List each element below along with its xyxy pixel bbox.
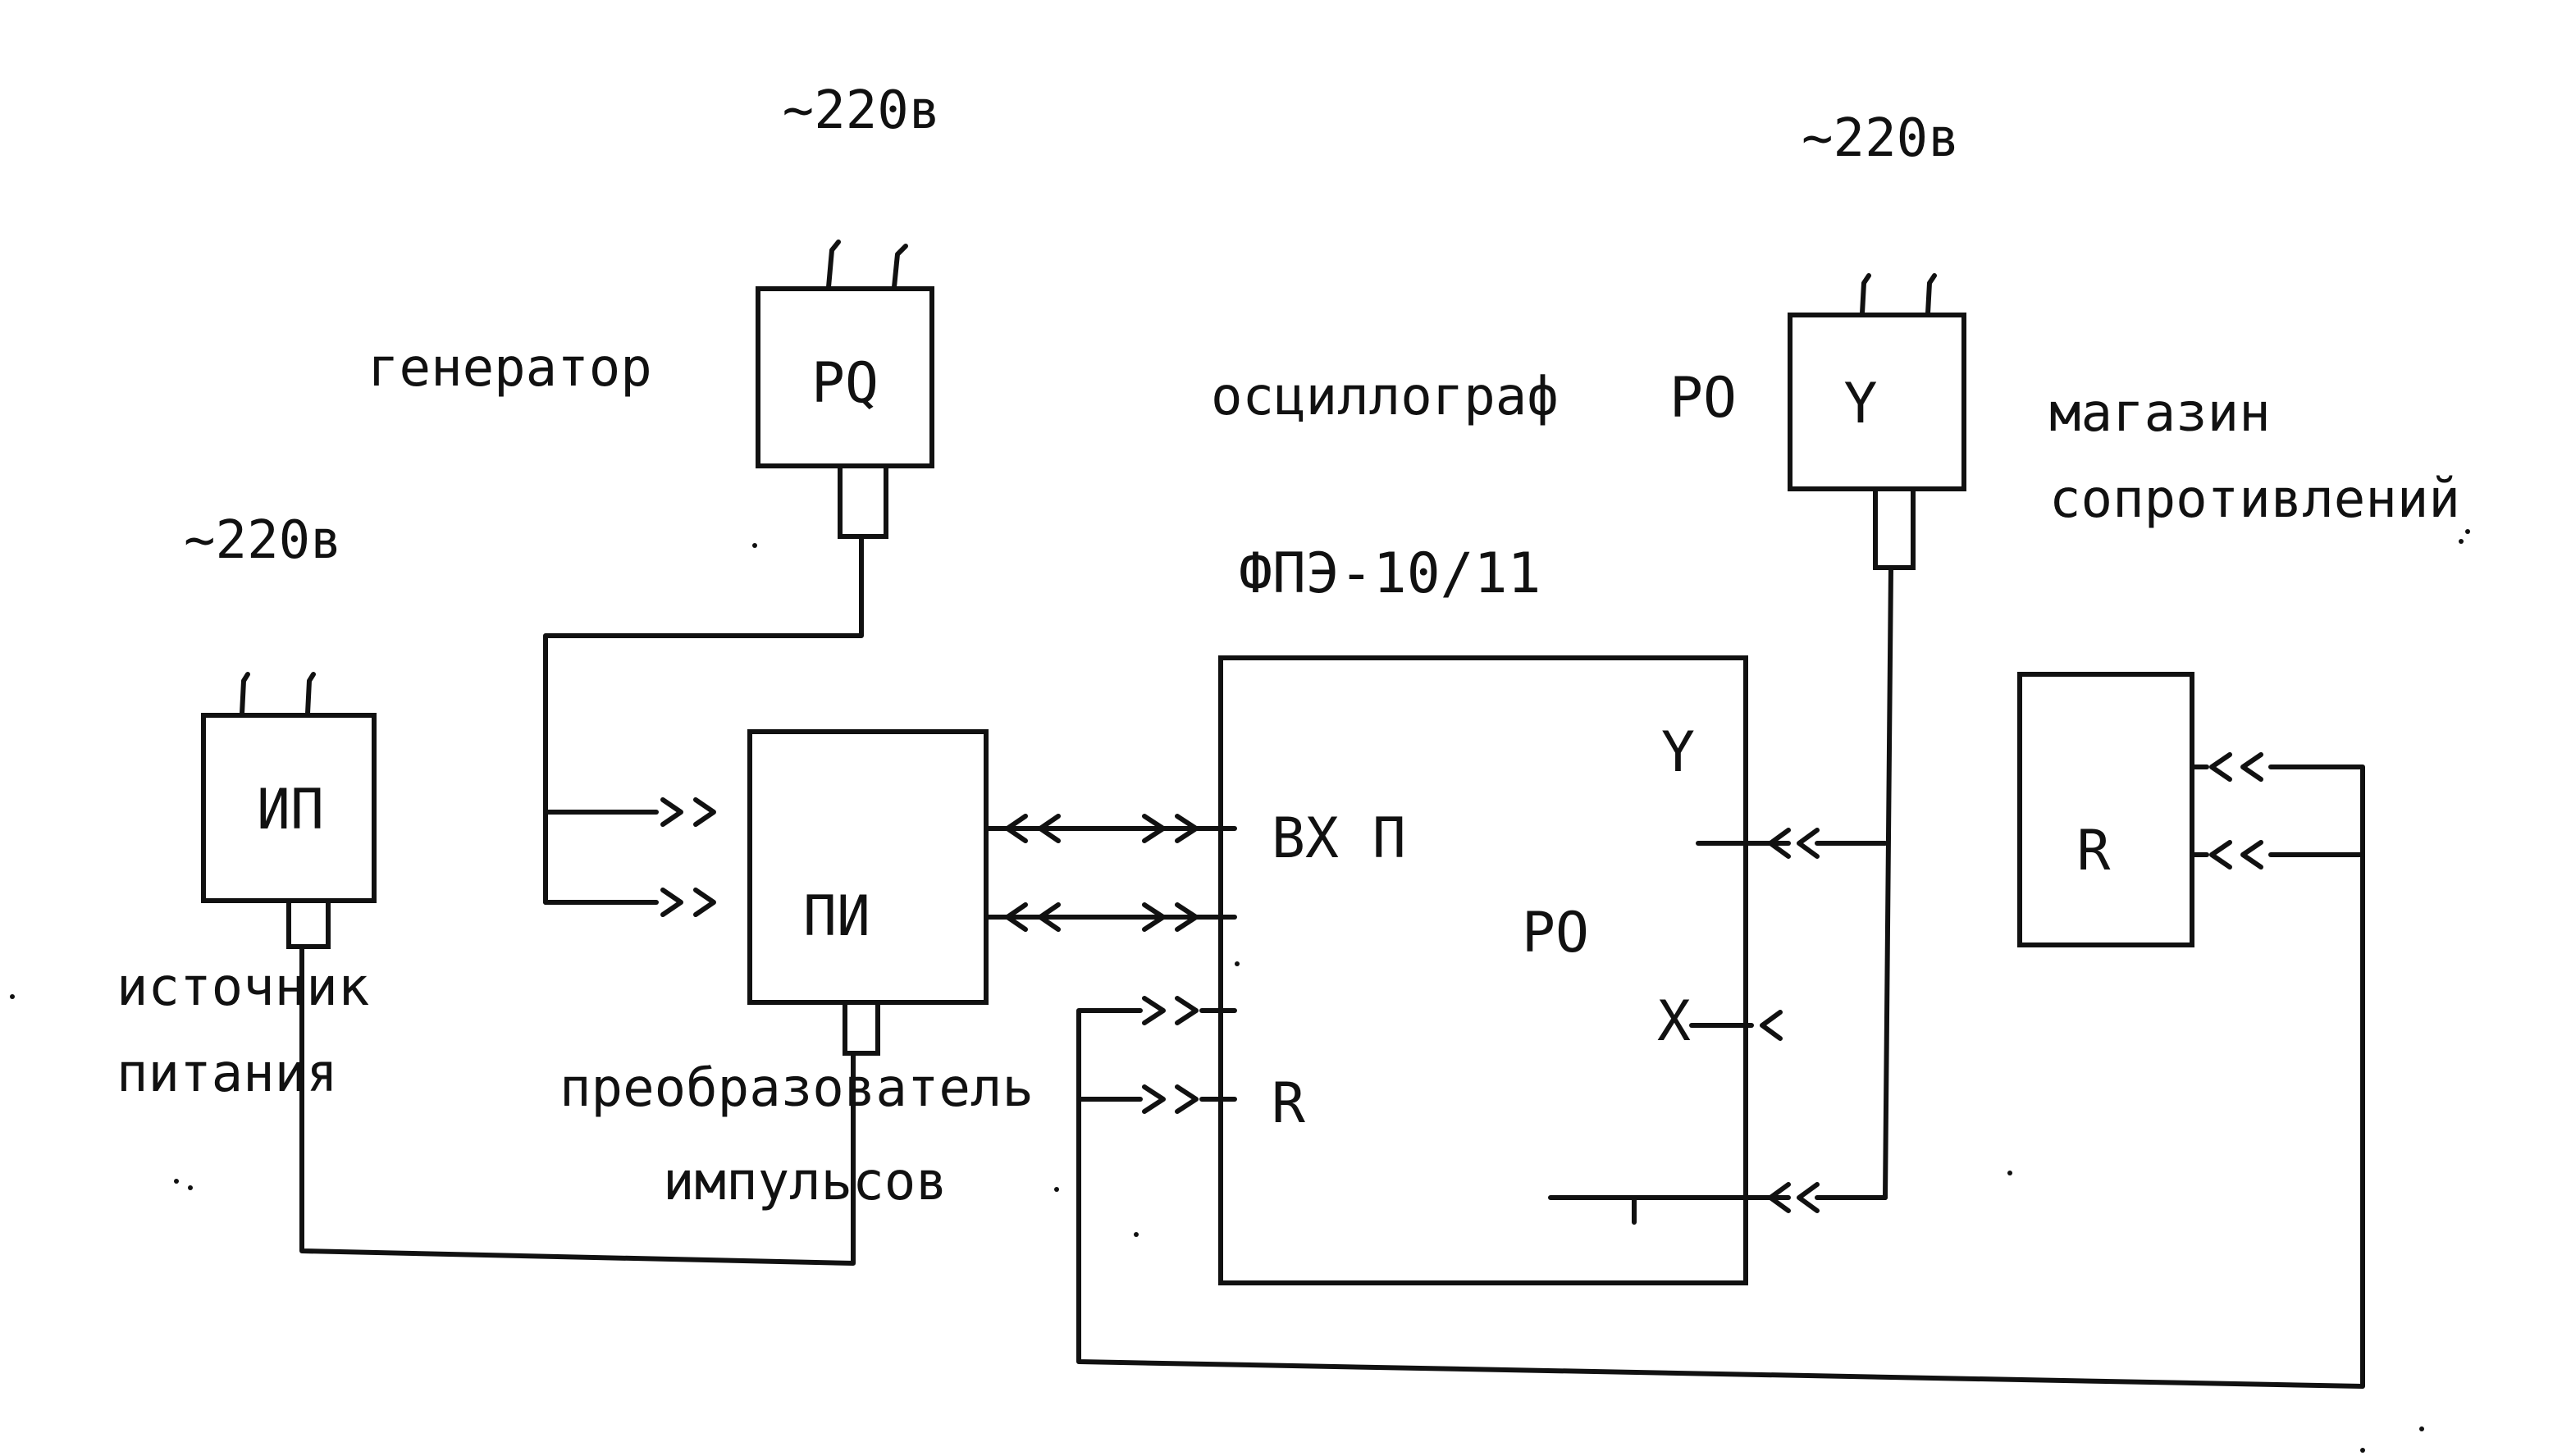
resistor-box-name-line2: сопротивлений: [2049, 469, 2460, 530]
oscilloscope-code: Y: [1844, 372, 1878, 436]
connector-gen-conv-2: [660, 888, 716, 917]
resistor-box-name-line1: магазин: [2049, 383, 2271, 444]
converter-code: ПИ: [803, 884, 870, 949]
converter-connector: [843, 1000, 880, 1056]
oscilloscope-ref-label: PO: [1669, 366, 1737, 431]
generator-supply-label: ~220в: [783, 80, 941, 141]
oscilloscope-supply-label: ~220в: [1802, 108, 1960, 169]
panel-box: [1218, 655, 1748, 1285]
connector-panel-r-1: [1142, 996, 1199, 1025]
resistor-terminal-ticks: [2190, 765, 2209, 857]
panel-po-label: РО: [1522, 901, 1589, 965]
power-source-name-line2: питания: [116, 1043, 338, 1104]
oscilloscope-block: Y: [1788, 273, 1966, 570]
resistor-box-code: R: [2077, 819, 2111, 883]
panel-r-label: R: [1272, 1071, 1305, 1136]
connector-panel-in-1: [1142, 814, 1199, 843]
power-source-name-line1: источник: [116, 957, 369, 1018]
oscilloscope-connector: [1873, 486, 1916, 570]
oscilloscope-box: [1788, 313, 1966, 491]
connector-conv-out-1: [1005, 814, 1061, 843]
resistor-box: [2017, 672, 2194, 947]
generator-name-label: генератор: [368, 338, 652, 399]
connector-resistor-1: [2209, 752, 2263, 782]
panel-in-label: ВХ П: [1272, 806, 1406, 871]
power-source-code: ИП: [257, 778, 324, 842]
power-source-supply-label: ~220в: [184, 510, 342, 571]
converter-block: ПИ: [747, 729, 989, 1056]
panel-input-ticks: [1199, 826, 1237, 1102]
converter-box: [747, 729, 989, 1005]
connector-gen-conv-1: [660, 797, 716, 827]
wire-scope-bus: [1883, 565, 1893, 1200]
scope-plug-pin-right: [1925, 273, 1937, 316]
power-plug-pin-right: [305, 672, 316, 716]
converter-name-line1: преобразователь: [559, 1058, 1034, 1119]
scan-specks: [10, 529, 2470, 1453]
power-plug-pin-left: [240, 672, 250, 716]
connector-conv-out-2: [1005, 902, 1061, 932]
generator-code: PQ: [811, 351, 879, 416]
connector-panel-x: [1760, 1010, 1783, 1041]
scope-plug-pin-left: [1860, 273, 1871, 316]
oscilloscope-name-label: осциллограф: [1211, 367, 1559, 427]
power-source-box: [201, 713, 377, 903]
panel-y-label: Y: [1661, 720, 1695, 785]
generator-box: [756, 286, 934, 468]
wire-resistor-loop: [1076, 765, 2365, 1389]
connector-resistor-2: [2209, 840, 2263, 869]
generator-connector: [838, 463, 888, 539]
panel-ground-output-line: [1548, 1195, 1791, 1225]
generator-plug-pin-left: [826, 240, 841, 290]
connector-panel-in-2: [1142, 902, 1199, 932]
connector-panel-ground: [1768, 1182, 1820, 1213]
wire-generator-bus: [543, 534, 864, 905]
panel-x-label: X: [1657, 989, 1691, 1054]
connector-panel-r-2: [1142, 1084, 1199, 1114]
power-source-connector: [286, 898, 331, 949]
connector-panel-y: [1768, 828, 1820, 859]
power-source-block: ИП: [201, 672, 377, 949]
generator-plug-pin-right: [892, 244, 908, 290]
panel-title: ФПЭ-10/11: [1239, 541, 1541, 606]
generator-block: PQ: [756, 240, 934, 539]
converter-name-line2: импульсов: [663, 1152, 948, 1212]
wire-power-to-converter: [299, 944, 856, 1266]
